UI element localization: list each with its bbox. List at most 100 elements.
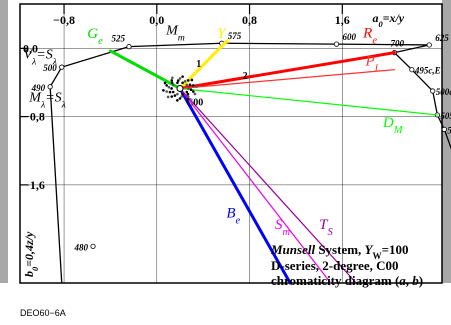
hue-sample-dot	[176, 81, 179, 85]
hue-sample-dot	[178, 77, 182, 80]
legend-line-3: chromaticity diagram (a, b)	[271, 273, 423, 288]
protanopia-line	[179, 69, 396, 90]
hue-sample-dot	[162, 89, 165, 92]
locus-point	[59, 64, 65, 70]
locus-wavelength-label: 490	[31, 83, 46, 93]
hue-sample-dot	[171, 76, 174, 80]
hue-sample-dot	[170, 95, 174, 98]
legend-line-1: Munsell System, YW=100	[270, 242, 409, 261]
hue-sample-dot	[170, 81, 174, 85]
hue-sample-dot	[165, 90, 168, 93]
protanopia-label: PL	[364, 53, 380, 74]
x-tick-label: 1,6	[335, 13, 350, 27]
boundary-label: 510c,E	[447, 125, 451, 135]
hue-marker-label: 2	[243, 71, 248, 82]
hue-marker-label: 1	[196, 59, 201, 70]
left-white-gap	[8, 0, 11, 283]
vlambda-label: Vλ=Sλ	[23, 48, 57, 67]
hue-sample-dot	[190, 78, 194, 82]
deuteranopia-label: DM	[382, 115, 404, 136]
legend-line-2: D-series, 2-degree, C00	[271, 258, 399, 273]
hue-sample-dot	[195, 85, 198, 88]
hue-sample-dot	[176, 99, 179, 102]
locus-wavelength-label: 575	[228, 31, 242, 41]
locus-wavelength-label: 480	[74, 242, 89, 252]
locus-wavelength-label: 600	[343, 32, 357, 42]
boundary-label: 700	[390, 39, 404, 49]
hue-sample-dot	[189, 88, 193, 92]
munsell-hue-ring	[162, 75, 198, 102]
x-tick-label: 0,8	[242, 13, 257, 27]
left-gray-margin	[0, 0, 8, 283]
white-point-label: C00	[186, 97, 203, 108]
tritanopia-line	[179, 87, 357, 284]
hue-sample-dot	[178, 97, 182, 100]
locus-point	[47, 84, 53, 90]
hue-sample-dot	[181, 92, 184, 96]
hue-sample-dot	[171, 83, 175, 87]
hue-sample-dot	[186, 79, 190, 82]
right-gray-margin	[442, 0, 451, 283]
hue-sample-dot	[167, 85, 171, 89]
locus-wavelength-label: 525	[111, 34, 125, 44]
green-hue-label: Ge	[87, 26, 103, 47]
red-hue-label: Re	[362, 25, 377, 46]
hue-sample-dot	[170, 87, 173, 90]
hue-sample-dot	[168, 90, 172, 94]
yellow-hue-label: Ye	[217, 26, 230, 47]
boundary-label: 500c,E	[436, 87, 451, 97]
boundary-point	[430, 88, 436, 94]
hue-sample-dot	[192, 84, 195, 87]
y-tick-label: −0,8	[23, 110, 45, 124]
hue-sample-dot	[181, 75, 184, 78]
hue-sample-dot	[186, 92, 190, 96]
hue-sample-dot	[181, 81, 184, 85]
locus-wavelength-label: 500	[43, 63, 57, 73]
hue-sample-dot	[186, 97, 189, 101]
munsell-mm-label: Mm	[165, 24, 185, 44]
hue-sample-dot	[166, 95, 170, 99]
hue-sample-dot	[185, 83, 189, 87]
boundary-label: 505c,E	[440, 111, 451, 121]
locus-point	[426, 42, 432, 48]
s-cone-line	[179, 87, 332, 284]
compensatory-boundary	[394, 52, 451, 150]
boundary-point	[409, 67, 415, 73]
plot-frame	[19, 3, 443, 284]
x-axis-label: a0=x/y	[372, 11, 404, 29]
red-hue-line	[178, 51, 396, 90]
footer-code: DEO60−6A	[20, 308, 66, 318]
mlambda-label: Mλ=Sλ	[28, 90, 66, 110]
hue-sample-dot	[192, 90, 195, 93]
deuteranopia-line	[179, 87, 438, 116]
green-hue-line	[108, 49, 182, 90]
y-axis-label: b0=0,4z/y	[22, 231, 40, 277]
locus-wavelength-label: 625	[435, 33, 449, 43]
x-tick-label: 0,0	[149, 13, 164, 27]
hue-sample-dot	[176, 79, 180, 82]
hue-sample-dot	[173, 94, 177, 97]
s-cone-label: Sm	[275, 217, 291, 238]
hue-sample-dot	[186, 95, 190, 98]
hue-sample-dot	[187, 87, 190, 90]
x-tick-label: −0,8	[53, 13, 75, 27]
blue-hue-label: Be	[226, 205, 240, 226]
y-tick-label: 0,0	[23, 41, 38, 55]
hue-sample-dot	[170, 79, 174, 82]
tritanopia-label: TS	[319, 217, 333, 238]
boundary-point	[441, 126, 447, 133]
hue-sample-dot	[188, 83, 192, 87]
hue-sample-dot	[171, 90, 175, 94]
y-tick-label: −1,6	[23, 178, 45, 192]
hue-sample-dot	[176, 92, 179, 96]
boundary-label: 495c,E	[414, 66, 441, 76]
locus-point	[126, 44, 132, 50]
hue-sample-dot	[165, 84, 168, 87]
hue-sample-dot	[180, 95, 184, 98]
white-point-marker	[176, 84, 184, 92]
locus-point-480	[90, 243, 96, 249]
hue-sample-dot	[193, 92, 197, 96]
blue-hue-line	[178, 86, 292, 285]
hue-sample-dot	[183, 80, 187, 83]
